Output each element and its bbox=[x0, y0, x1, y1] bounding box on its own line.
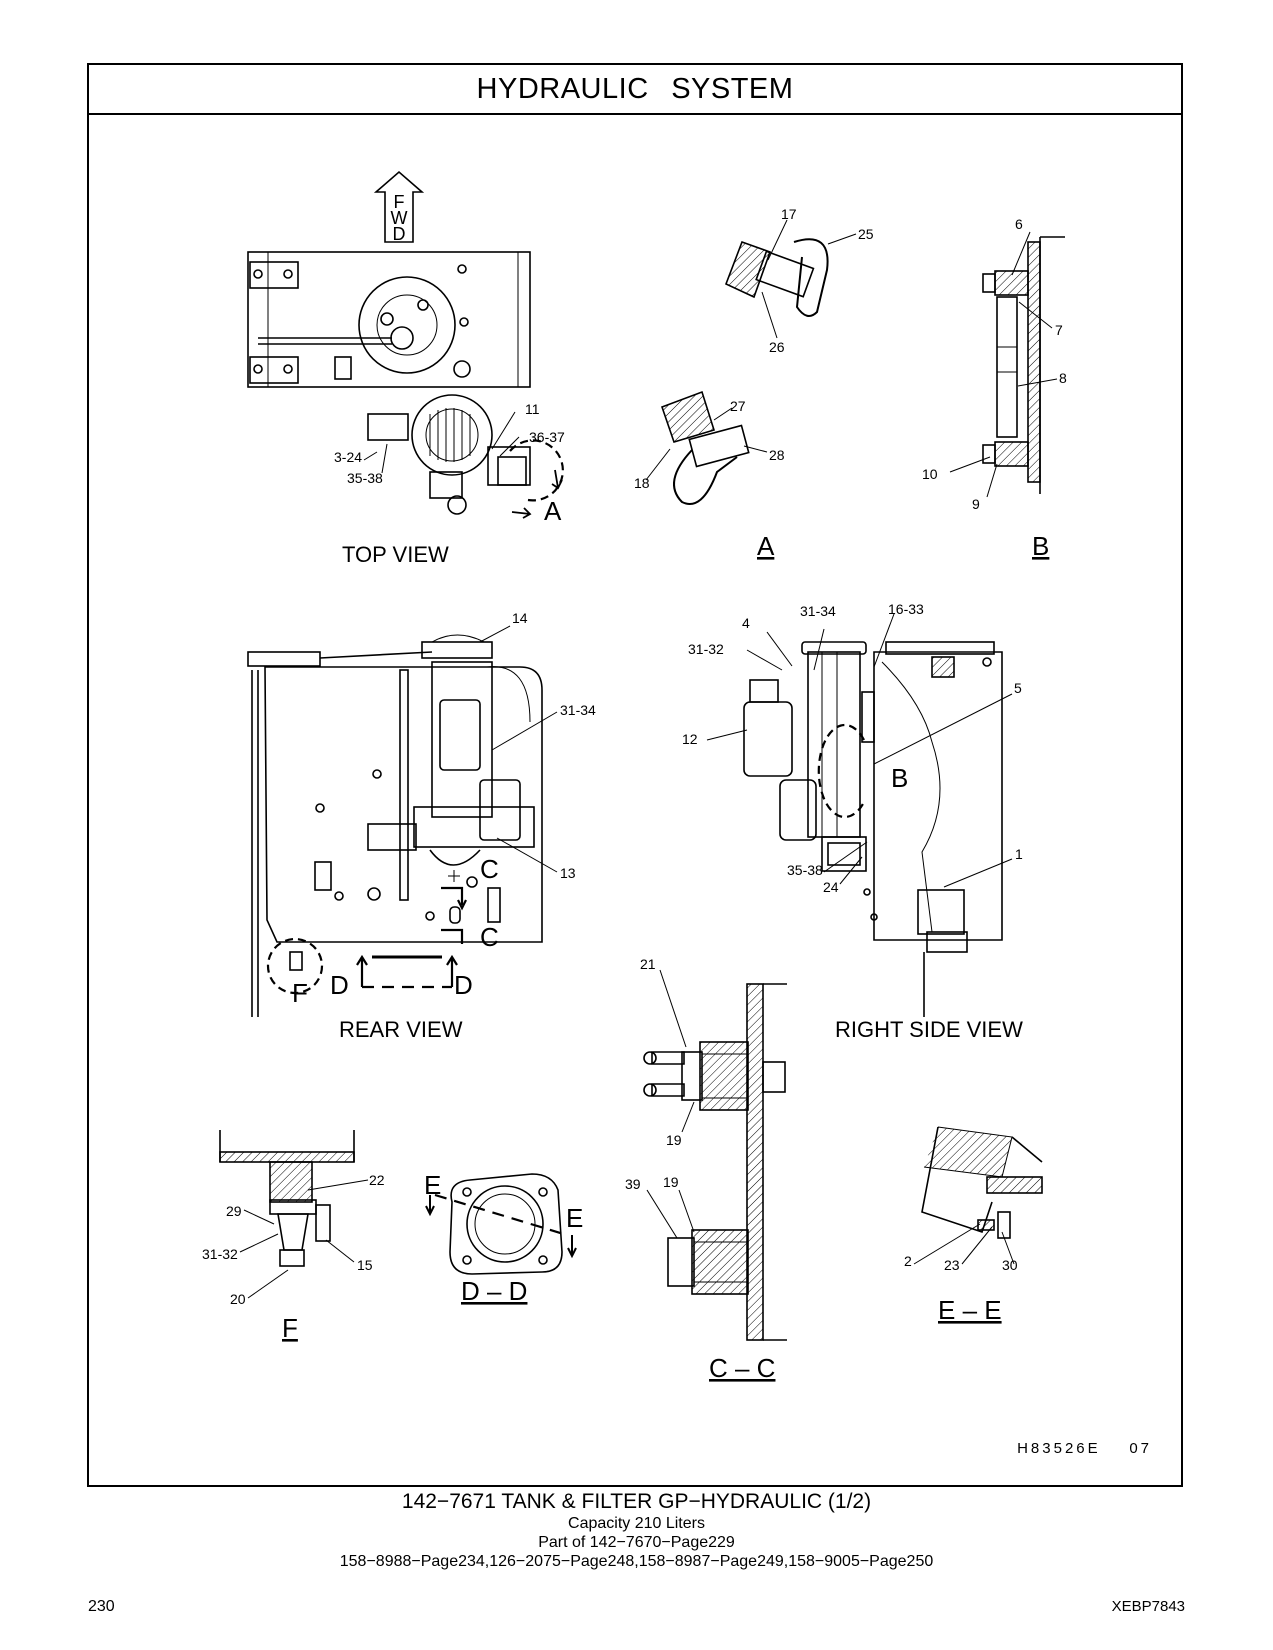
callout-15: 15 bbox=[357, 1257, 373, 1273]
callout-27: 27 bbox=[730, 398, 746, 414]
caption-part-of: Part of 142−7670−Page229 bbox=[538, 1534, 735, 1551]
callout-29: 29 bbox=[226, 1203, 242, 1219]
marker-f: F bbox=[292, 978, 308, 1008]
callout-31-32-side: 31-32 bbox=[688, 641, 724, 657]
marker-b: B bbox=[891, 763, 908, 793]
callout-26: 26 bbox=[769, 339, 785, 355]
view-title-section-cc: C – C bbox=[709, 1353, 775, 1383]
page-title: HYDRAULIC SYSTEM bbox=[89, 65, 1181, 115]
callout-25: 25 bbox=[858, 226, 874, 242]
callout-1: 1 bbox=[1015, 846, 1023, 862]
callout-5: 5 bbox=[1014, 680, 1022, 696]
drawing-frame: HYDRAULIC SYSTEM bbox=[87, 63, 1183, 1487]
callout-10: 10 bbox=[922, 466, 938, 482]
caption-title: 142−7671 TANK & FILTER GP−HYDRAULIC (1/2… bbox=[401, 1490, 872, 1513]
callout-3-24: 3-24 bbox=[334, 449, 362, 465]
callout-7: 7 bbox=[1055, 322, 1063, 338]
callout-39: 39 bbox=[625, 1176, 641, 1192]
view-title-top: TOP VIEW bbox=[342, 542, 449, 567]
callout-16-33: 16-33 bbox=[888, 601, 924, 617]
caption-capacity: Capacity 210 Liters bbox=[568, 1515, 705, 1532]
marker-d-left: D bbox=[330, 970, 349, 1000]
callout-4: 4 bbox=[742, 615, 750, 631]
view-title-rear: REAR VIEW bbox=[339, 1017, 463, 1042]
callout-13: 13 bbox=[560, 865, 576, 881]
fwd-letter-f: F bbox=[394, 192, 405, 212]
callout-17: 17 bbox=[781, 206, 797, 222]
callout-24: 24 bbox=[823, 879, 839, 895]
callout-21: 21 bbox=[640, 956, 656, 972]
top-view bbox=[247, 170, 564, 519]
fwd-arrow-icon bbox=[373, 170, 425, 243]
callout-31-34-side: 31-34 bbox=[800, 603, 836, 619]
callout-31-32-f: 31-32 bbox=[202, 1246, 238, 1262]
detail-a bbox=[645, 219, 857, 505]
fwd-letter-w: W bbox=[391, 208, 408, 228]
marker-d-right: D bbox=[454, 970, 473, 1000]
section-c-c bbox=[643, 969, 787, 1341]
callout-12: 12 bbox=[682, 731, 698, 747]
callout-35-38: 35-38 bbox=[347, 470, 383, 486]
callout-20: 20 bbox=[230, 1291, 246, 1307]
callout-36-37: 36-37 bbox=[529, 429, 565, 445]
callout-19-lower: 19 bbox=[663, 1174, 679, 1190]
callout-11: 11 bbox=[525, 401, 540, 417]
callout-30: 30 bbox=[1002, 1257, 1018, 1273]
detail-b bbox=[949, 231, 1065, 498]
detail-f bbox=[219, 1130, 369, 1299]
caption-block: 142−7671 TANK & FILTER GP−HYDRAULIC (1/2… bbox=[0, 1490, 1273, 1571]
marker-a: A bbox=[544, 496, 562, 526]
callout-31-34-rear: 31-34 bbox=[560, 702, 596, 718]
doc-code: XEBP7843 bbox=[1111, 1598, 1185, 1615]
marker-c-upper: C bbox=[480, 854, 499, 884]
callout-23: 23 bbox=[944, 1257, 960, 1273]
page-number: 230 bbox=[88, 1598, 115, 1615]
drawing-id: H83526E 07 bbox=[1017, 1440, 1152, 1457]
callout-35-38-side: 35-38 bbox=[787, 862, 823, 878]
view-title-detail-b: B bbox=[1032, 531, 1049, 561]
callout-18: 18 bbox=[634, 475, 650, 491]
marker-c-lower: C bbox=[480, 922, 499, 952]
marker-e-left: E bbox=[424, 1170, 441, 1200]
parts-diagram: F W D TOP VIEW REAR VIEW RIGHT SIDE VIEW… bbox=[202, 170, 1152, 1457]
view-title-right-side: RIGHT SIDE VIEW bbox=[835, 1017, 1023, 1042]
fwd-letter-d: D bbox=[393, 224, 406, 244]
rear-view bbox=[247, 625, 558, 1017]
callout-8: 8 bbox=[1059, 370, 1067, 386]
callout-22: 22 bbox=[369, 1172, 385, 1188]
callout-28: 28 bbox=[769, 447, 785, 463]
callout-19-upper: 19 bbox=[666, 1132, 682, 1148]
callout-2: 2 bbox=[904, 1253, 912, 1269]
right-side-view bbox=[706, 613, 1013, 1017]
callout-6: 6 bbox=[1015, 216, 1023, 232]
callout-14: 14 bbox=[512, 610, 528, 626]
section-e-e bbox=[913, 1126, 1043, 1265]
section-d-d bbox=[425, 1173, 577, 1275]
callout-9: 9 bbox=[972, 496, 980, 512]
caption-references: 158−8988−Page234,126−2075−Page248,158−89… bbox=[339, 1553, 934, 1570]
marker-e-right: E bbox=[566, 1203, 583, 1233]
view-title-detail-f: F bbox=[282, 1313, 298, 1343]
view-title-detail-a: A bbox=[757, 531, 775, 561]
view-title-section-ee: E – E bbox=[938, 1295, 1002, 1325]
view-title-section-dd: D – D bbox=[461, 1276, 527, 1306]
